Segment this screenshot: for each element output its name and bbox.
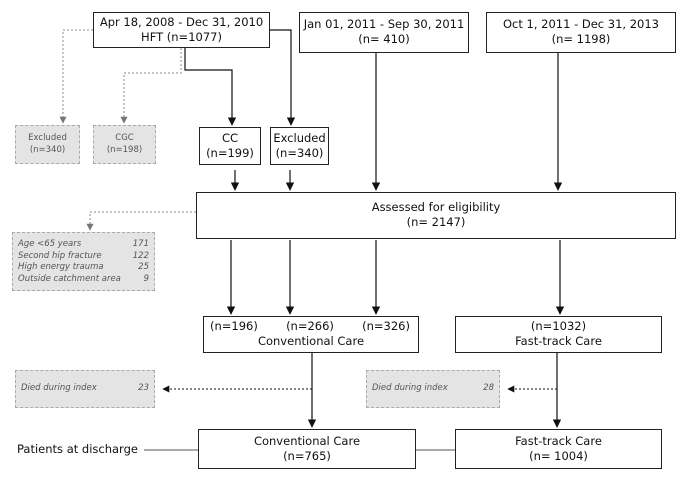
- conventional-mid-counts: (n=196) (n=266) (n=326): [204, 319, 418, 334]
- exclusion-count: 171: [132, 239, 149, 249]
- hft-to-cgc-arrow: [120, 48, 182, 124]
- exclusion-row-high-energy: High energy trauma 25: [13, 262, 154, 274]
- excluded-mid-label: Excluded: [273, 131, 326, 145]
- discharge-label: Patients at discharge: [17, 442, 138, 456]
- excluded-left-label: Excluded: [28, 133, 67, 143]
- cgc-label: CGC: [115, 133, 134, 143]
- fasttrack-final-n: (n= 1004): [529, 449, 588, 463]
- excluded-mid-n: (n=340): [275, 146, 324, 160]
- period2-n: (n= 410): [358, 32, 410, 46]
- conventional-mid-box: (n=196) (n=266) (n=326) Conventional Car…: [203, 316, 419, 353]
- exclusion-reason: Second hip fracture: [18, 250, 102, 261]
- hft-label: HFT (n=1077): [141, 30, 222, 44]
- period3-dates: Oct 1, 2011 - Dec 31, 2013: [502, 17, 659, 31]
- died-right-row: Died during index 28: [367, 383, 499, 395]
- exclusion-row-catchment: Outside catchment area 9: [13, 274, 154, 286]
- exclusion-row-age: Age <65 years 171: [13, 239, 154, 251]
- died-left-box: Died during index 23: [15, 370, 155, 408]
- cc-box: CC (n=199): [199, 127, 261, 165]
- period2-box: Jan 01, 2011 - Sep 30, 2011 (n= 410): [299, 12, 469, 53]
- hft-to-excluded-left-arrow: [59, 29, 93, 124]
- cgc-box: CGC (n=198): [93, 125, 156, 164]
- exclusion-reason: Outside catchment area: [18, 273, 121, 284]
- conventional-n2: (n=266): [286, 319, 334, 333]
- excluded-mid-box: Excluded (n=340): [270, 127, 329, 165]
- cc-label: CC: [221, 131, 239, 145]
- exclusion-reason: High energy trauma: [18, 262, 104, 272]
- died-right-n: 28: [483, 383, 494, 393]
- exclusion-row-second-fracture: Second hip fracture 122: [13, 251, 154, 263]
- died-left-label: Died during index: [21, 383, 97, 393]
- cgc-n: (n=198): [106, 144, 143, 155]
- died-left-n: 23: [138, 383, 149, 393]
- hft-box: Apr 18, 2008 - Dec 31, 2010 HFT (n=1077): [93, 12, 270, 48]
- excluded-left-n: (n=340): [29, 144, 66, 155]
- conventional-final-n: (n=765): [283, 449, 331, 463]
- conventional-final-label: Conventional Care: [253, 434, 361, 448]
- hft-to-excluded-mid-arrow: [270, 29, 296, 126]
- hft-period: Apr 18, 2008 - Dec 31, 2010: [99, 15, 264, 29]
- fasttrack-mid-box: (n=1032) Fast-track Care: [455, 316, 662, 353]
- conventional-n1: (n=196): [210, 319, 258, 333]
- period3-n: (n= 1198): [551, 32, 611, 46]
- exclusion-count: 25: [138, 262, 149, 272]
- fasttrack-mid-n: (n=1032): [530, 319, 587, 333]
- conventional-mid-label: Conventional Care: [257, 334, 365, 348]
- assessed-label: Assessed for eligibility: [371, 200, 501, 214]
- cc-n: (n=199): [206, 146, 254, 160]
- assessed-box: Assessed for eligibility (n= 2147): [196, 192, 676, 239]
- exclusion-reasons-box: Age <65 years 171 Second hip fracture 12…: [12, 232, 155, 291]
- died-right-box: Died during index 28: [366, 370, 500, 408]
- excluded-left-box: Excluded (n=340): [15, 125, 80, 164]
- assessed-to-exclusions-arrow: [86, 211, 196, 231]
- exclusion-count: 9: [143, 273, 149, 284]
- assessed-n: (n= 2147): [406, 215, 466, 229]
- exclusion-reason: Age <65 years: [18, 239, 82, 249]
- period3-box: Oct 1, 2011 - Dec 31, 2013 (n= 1198): [486, 12, 676, 53]
- hft-to-cc-arrow: [184, 48, 237, 126]
- exclusion-count: 122: [132, 250, 149, 261]
- died-left-row: Died during index 23: [16, 383, 154, 395]
- conventional-final-box: Conventional Care (n=765): [198, 429, 416, 469]
- fasttrack-final-label: Fast-track Care: [515, 434, 602, 448]
- conventional-n3: (n=326): [362, 319, 410, 333]
- died-right-label: Died during index: [372, 383, 448, 393]
- fasttrack-mid-label: Fast-track Care: [515, 334, 602, 348]
- period2-dates: Jan 01, 2011 - Sep 30, 2011: [303, 17, 465, 31]
- fasttrack-final-box: Fast-track Care (n= 1004): [455, 429, 662, 469]
